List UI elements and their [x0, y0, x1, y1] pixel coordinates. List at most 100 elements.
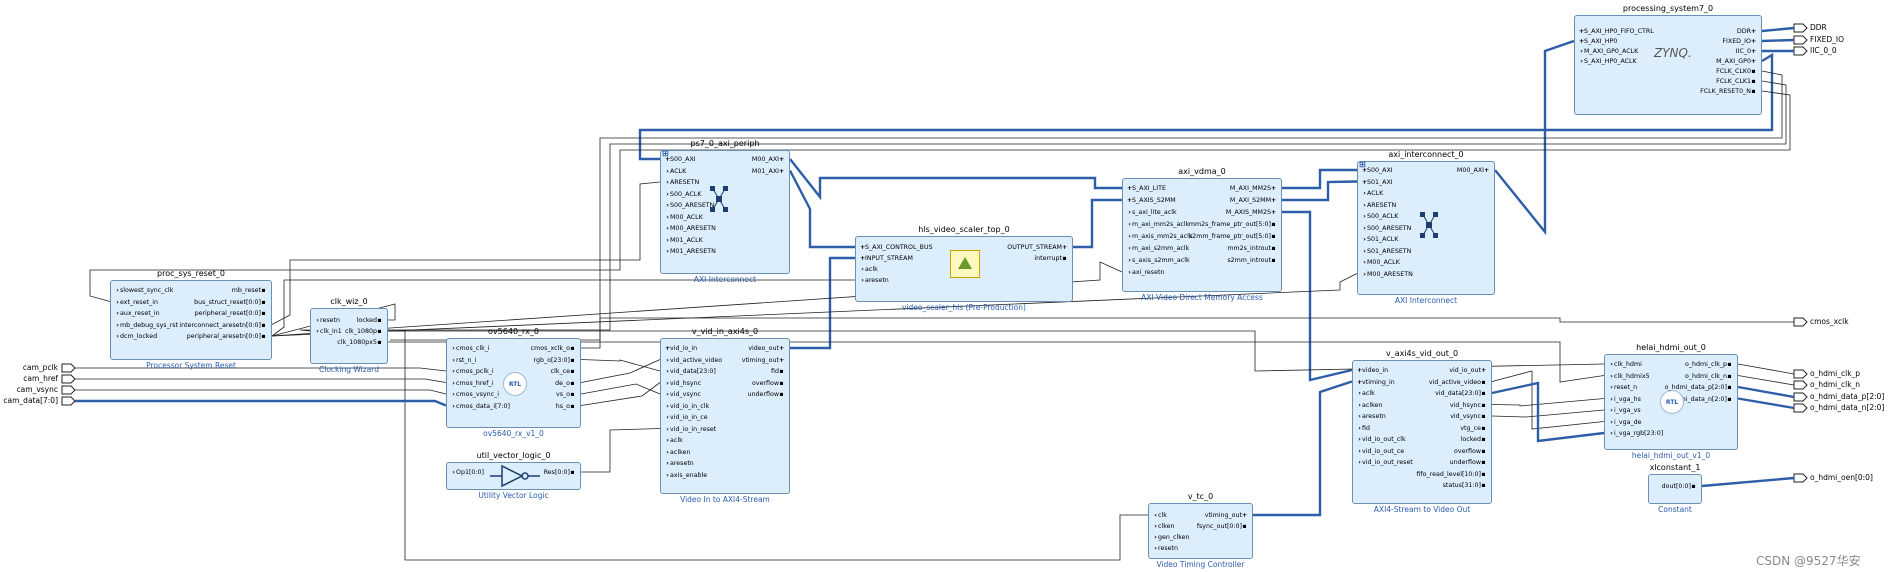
pin-v-axi4s-vid-out-0-out-2[interactable]: vid_data[23:0]▪ — [1435, 390, 1486, 398]
pin-v-tc-0-in-3[interactable]: ›resetn — [1153, 545, 1178, 553]
bus-connection[interactable] — [1737, 385, 1795, 399]
pin-ps7-0-axi-periph-in-4[interactable]: ›S00_ARESETN — [665, 202, 714, 210]
bus-connection[interactable] — [788, 169, 855, 249]
expand-icon[interactable]: ⊞ — [1359, 160, 1366, 169]
net-connection[interactable] — [271, 181, 661, 325]
expand-icon[interactable]: ⊞ — [662, 149, 669, 158]
input-port-1[interactable]: cam_href — [23, 374, 58, 383]
bus-connection[interactable] — [1253, 380, 1353, 517]
net-connection[interactable] — [75, 389, 447, 395]
pin-ov5640-rx-0-out-0[interactable]: cmos_xclk_o▪ — [531, 345, 575, 353]
bus-connection[interactable] — [1737, 397, 1795, 410]
pin-util-vector-logic-0-in-0[interactable]: ›Op1[0:0] — [451, 469, 484, 477]
pin-proc-sys-reset-0-in-4[interactable]: ›dcm_locked — [115, 333, 157, 341]
pin-v-vid-in-axi4s-0-in-11[interactable]: ›axis_enable — [665, 472, 707, 480]
pin-processing-system7-0-in-1[interactable]: +S_AXI_HP0 — [1579, 38, 1617, 46]
pin-v-axi4s-vid-out-0-in-0[interactable]: +video_in — [1357, 367, 1388, 375]
net-connection[interactable] — [388, 341, 1605, 383]
pin-v-axi4s-vid-out-0-in-7[interactable]: ›vid_io_out_ce — [1357, 448, 1404, 456]
block-v-vid-in-axi4s-0[interactable]: +vid_io_in›vid_active_video›vid_data[23:… — [660, 338, 790, 494]
pin-axi-interconnect-0-in-3[interactable]: ›ARESETN — [1362, 202, 1396, 210]
net-connection[interactable] — [271, 261, 1123, 337]
pin-processing-system7-0-out-1[interactable]: FIXED_IO+ — [1722, 38, 1756, 46]
net-connection[interactable] — [580, 383, 661, 395]
pin-v-vid-in-axi4s-0-out-4[interactable]: underflow▪ — [748, 391, 784, 399]
pin-v-tc-0-in-0[interactable]: ›clk — [1153, 512, 1167, 520]
pin-proc-sys-reset-0-out-0[interactable]: mb_reset▪ — [232, 287, 266, 295]
output-port-4[interactable]: o_hdmi_clk_p — [1810, 369, 1861, 378]
pin-v-vid-in-axi4s-0-out-2[interactable]: fid▪ — [771, 368, 784, 376]
bus-connection[interactable] — [789, 158, 1122, 201]
port-arrow[interactable] — [1793, 317, 1808, 327]
bus-connection[interactable] — [1761, 38, 1795, 43]
pin-proc-sys-reset-0-out-3[interactable]: interconnect_aresetn[0:0]▪ — [179, 322, 266, 330]
pin-ov5640-rx-0-out-1[interactable]: rgb_o[23:0]▪ — [533, 357, 575, 365]
pin-helai-hdmi-out-0-in-3[interactable]: ›i_vga_hs — [1609, 396, 1641, 404]
pin-processing-system7-0-in-3[interactable]: ›S_AXI_HP0_ACLK — [1579, 58, 1637, 66]
pin-hls-video-scaler-top-0-out-1[interactable]: interrupt▪ — [1034, 255, 1067, 263]
block-v-axi4s-vid-out-0[interactable]: +video_in+vtiming_in›aclk›aclken›aresetn… — [1352, 360, 1492, 504]
pin-xlconstant-1-out-0[interactable]: dout[0:0]▪ — [1662, 483, 1696, 491]
pin-processing-system7-0-out-3[interactable]: M_AXI_GP0+ — [1716, 58, 1756, 66]
pin-proc-sys-reset-0-out-1[interactable]: bus_struct_reset[0:0]▪ — [194, 299, 266, 307]
pin-clk-wiz-0-in-1[interactable]: ›clk_in1 — [315, 328, 342, 336]
pin-v-tc-0-out-0[interactable]: vtiming_out+ — [1205, 512, 1248, 520]
port-arrow[interactable] — [1793, 403, 1808, 413]
pin-ov5640-rx-0-out-2[interactable]: clk_ce▪ — [551, 368, 575, 376]
pin-hls-video-scaler-top-0-out-0[interactable]: OUTPUT_STREAM+ — [1007, 244, 1067, 252]
pin-v-vid-in-axi4s-0-in-10[interactable]: ›aresetn — [665, 460, 694, 468]
pin-processing-system7-0-in-0[interactable]: +S_AXI_HP0_FIFO_CTRL — [1579, 28, 1654, 36]
pin-axi-vdma-0-out-3[interactable]: mm2s_frame_ptr_out[5:0]▪ — [1189, 221, 1276, 229]
pin-v-vid-in-axi4s-0-out-3[interactable]: overflow▪ — [752, 380, 784, 388]
pin-helai-hdmi-out-0-in-2[interactable]: ›reset_n — [1609, 384, 1637, 392]
bus-connection[interactable] — [1073, 198, 1122, 249]
pin-processing-system7-0-out-2[interactable]: IIC_0+ — [1736, 48, 1757, 56]
net-connection[interactable] — [1491, 409, 1605, 418]
pin-ov5640-rx-0-in-3[interactable]: ›cmos_href_i — [451, 380, 493, 388]
pin-axi-vdma-0-out-0[interactable]: M_AXI_MM2S+ — [1230, 185, 1276, 193]
bus-connection[interactable] — [1282, 180, 1358, 202]
bus-connection[interactable] — [638, 52, 1774, 161]
pin-v-axi4s-vid-out-0-out-6[interactable]: locked▪ — [1461, 436, 1486, 444]
pin-axi-interconnect-0-in-7[interactable]: ›S01_ARESETN — [1362, 248, 1411, 256]
pin-ps7-0-axi-periph-out-0[interactable]: M00_AXI+ — [752, 156, 784, 164]
pin-v-axi4s-vid-out-0-in-2[interactable]: ›aclk — [1357, 390, 1375, 398]
bus-connection[interactable] — [75, 399, 447, 407]
net-connection[interactable] — [581, 317, 1794, 349]
pin-helai-hdmi-out-0-in-0[interactable]: ›clk_hdmi — [1609, 361, 1642, 369]
bus-connection[interactable] — [1491, 381, 1605, 443]
pin-v-vid-in-axi4s-0-in-7[interactable]: ›vid_io_in_reset — [665, 426, 716, 434]
pin-v-axi4s-vid-out-0-in-4[interactable]: ›aresetn — [1357, 413, 1386, 421]
pin-helai-hdmi-out-0-out-2[interactable]: o_hdmi_data_p[2:0]▪ — [1665, 384, 1732, 392]
pin-v-axi4s-vid-out-0-in-6[interactable]: ›vid_io_out_clk — [1357, 436, 1406, 444]
net-connection[interactable] — [1737, 363, 1795, 375]
pin-proc-sys-reset-0-out-4[interactable]: peripheral_aresetn[0:0]▪ — [187, 333, 266, 341]
pin-axi-vdma-0-out-1[interactable]: M_AXI_S2MM+ — [1230, 197, 1276, 205]
pin-helai-hdmi-out-0-in-5[interactable]: ›i_vga_de — [1609, 419, 1641, 427]
block-ps7-0-axi-periph[interactable]: +S00_AXI›ACLK›ARESETN›S00_ACLK›S00_ARESE… — [660, 150, 790, 274]
bus-connection[interactable] — [1761, 26, 1795, 33]
pin-processing-system7-0-out-6[interactable]: FCLK_RESET0_N▪ — [1700, 88, 1756, 96]
block-util-vector-logic-0[interactable]: ›Op1[0:0]Res[0:0]▪ — [446, 462, 581, 490]
block-proc-sys-reset-0[interactable]: ›slowest_sync_clk›ext_reset_in›aux_reset… — [110, 280, 272, 360]
pin-helai-hdmi-out-0-out-0[interactable]: o_hdmi_clk_p▪ — [1685, 361, 1732, 369]
pin-ps7-0-axi-periph-in-2[interactable]: ›ARESETN — [665, 179, 699, 187]
pin-v-axi4s-vid-out-0-out-10[interactable]: status[31:0]▪ — [1443, 482, 1486, 490]
pin-v-axi4s-vid-out-0-out-9[interactable]: fifo_read_level[10:0]▪ — [1416, 471, 1486, 479]
pin-ov5640-rx-0-in-1[interactable]: ›rst_n_i — [451, 357, 476, 365]
pin-v-axi4s-vid-out-0-in-8[interactable]: ›vid_io_out_reset — [1357, 459, 1413, 467]
pin-v-vid-in-axi4s-0-in-1[interactable]: ›vid_active_video — [665, 357, 722, 365]
pin-hls-video-scaler-top-0-in-3[interactable]: ›aresetn — [860, 277, 889, 285]
pin-v-vid-in-axi4s-0-in-2[interactable]: ›vid_data[23:0] — [665, 368, 716, 376]
net-connection[interactable] — [580, 359, 661, 372]
pin-v-axi4s-vid-out-0-out-8[interactable]: underflow▪ — [1450, 459, 1486, 467]
output-port-6[interactable]: o_hdmi_data_p[2:0] — [1810, 392, 1885, 401]
net-connection[interactable] — [75, 367, 447, 372]
output-port-3[interactable]: cmos_xclk — [1810, 317, 1849, 326]
pin-ps7-0-axi-periph-in-7[interactable]: ›M01_ACLK — [665, 237, 703, 245]
pin-v-vid-in-axi4s-0-in-4[interactable]: ›vid_vsync — [665, 391, 701, 399]
pin-v-tc-0-out-1[interactable]: fsync_out[0:0]▪ — [1197, 523, 1247, 531]
pin-axi-interconnect-0-in-0[interactable]: +S00_AXI — [1362, 167, 1393, 175]
